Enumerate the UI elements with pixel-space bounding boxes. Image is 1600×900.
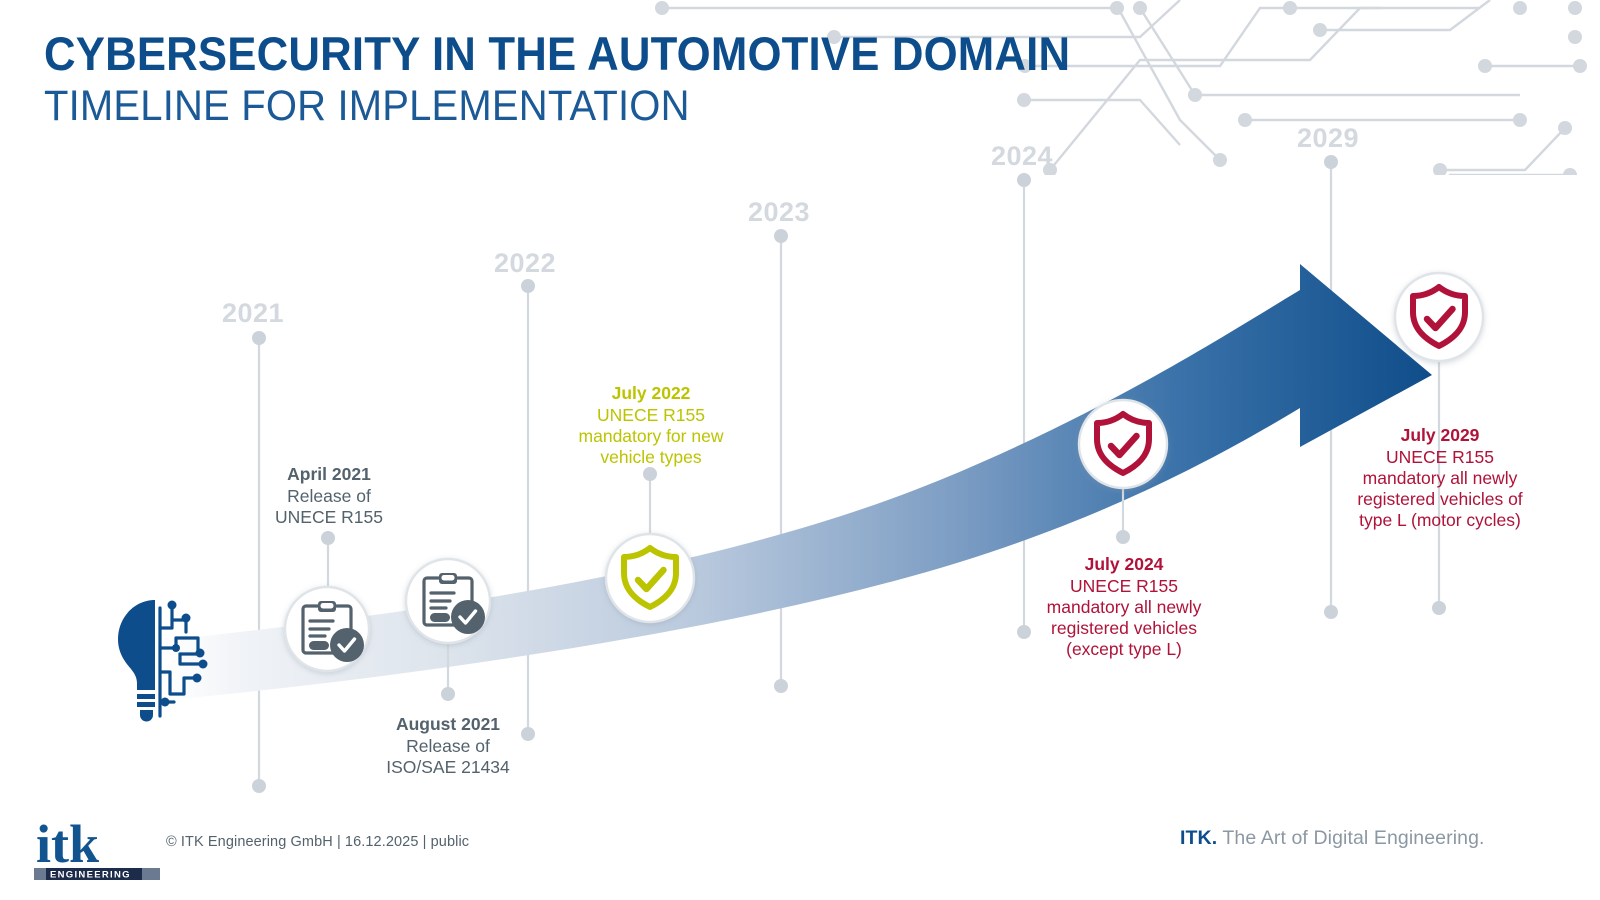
milestone-line: UNECE R155 <box>597 405 705 425</box>
footer-copyright: © ITK Engineering GmbH | 16.12.2025 | pu… <box>166 834 470 850</box>
milestone-text-july-2022: July 2022 UNECE R155 mandatory for new v… <box>579 383 724 468</box>
milestone-icon-july-2022[interactable] <box>604 532 696 624</box>
year-label-2022: 2022 <box>494 248 557 278</box>
milestone-stem-dots <box>321 467 1446 701</box>
milestone-line: ISO/SAE 21434 <box>386 757 510 777</box>
year-label-2024: 2024 <box>991 141 1054 171</box>
milestone-date: July 2029 <box>1400 425 1480 445</box>
milestone-line: mandatory for new <box>578 426 724 446</box>
milestone-line: UNECE R155 <box>275 507 383 527</box>
milestone-line: registered vehicles <box>1051 618 1197 638</box>
title-subtitle: TIMELINE FOR IMPLEMENTATION <box>44 81 690 130</box>
milestone-line: mandatory all newly <box>1362 468 1518 488</box>
milestone-text-april-2021: April 2021 Release of UNECE R155 <box>275 464 383 528</box>
milestone-line: type L (motor cycles) <box>1359 510 1521 530</box>
milestone-stems <box>326 361 1441 694</box>
year-label-2029: 2029 <box>1297 123 1360 153</box>
milestone-line: (except type L) <box>1066 639 1182 659</box>
svg-text:ENGINEERING: ENGINEERING <box>50 870 131 881</box>
milestone-text-july-2029: July 2029 UNECE R155 mandatory all newly… <box>1357 425 1522 531</box>
footer-claim-brand: ITK. <box>1180 827 1218 849</box>
milestone-date: July 2022 <box>611 383 691 403</box>
milestone-line: mandatory all newly <box>1046 597 1202 617</box>
page-title: CYBERSECURITY IN THE AUTOMOTIVE DOMAIN T… <box>44 27 1147 130</box>
milestone-line: UNECE R155 <box>1070 576 1178 596</box>
milestone-text-july-2024: July 2024 UNECE R155 mandatory all newly… <box>1047 554 1202 660</box>
milestone-icon-july-2024[interactable] <box>1077 398 1169 490</box>
lightbulb-circuit-icon <box>118 600 208 722</box>
milestone-line: Release of <box>287 486 371 506</box>
milestone-icon-august-2021[interactable] <box>404 557 492 645</box>
title-main: CYBERSECURITY IN THE AUTOMOTIVE DOMAIN <box>44 27 1071 80</box>
milestone-date: July 2024 <box>1084 554 1164 574</box>
milestone-icon-april-2021[interactable] <box>283 585 371 673</box>
year-tick-dots <box>252 155 1338 793</box>
year-label-2021: 2021 <box>222 298 285 328</box>
milestone-text-august-2021: August 2021 Release of ISO/SAE 21434 <box>386 714 510 778</box>
milestone-line: UNECE R155 <box>1386 447 1494 467</box>
footer-claim: ITK. The Art of Digital Engineering. <box>1180 827 1485 850</box>
milestone-date: August 2021 <box>395 714 501 734</box>
milestone-line: Release of <box>406 736 490 756</box>
milestone-date: April 2021 <box>287 464 371 484</box>
year-label-2023: 2023 <box>748 197 811 227</box>
svg-text:itk: itk <box>36 814 99 874</box>
milestone-line: registered vehicles of <box>1357 489 1523 509</box>
milestone-line: vehicle types <box>600 447 702 467</box>
milestone-icon-july-2029[interactable] <box>1393 271 1485 363</box>
footer-claim-text: The Art of Digital Engineering. <box>1217 827 1485 849</box>
itk-logo: itk ENGINEERING <box>34 814 160 881</box>
